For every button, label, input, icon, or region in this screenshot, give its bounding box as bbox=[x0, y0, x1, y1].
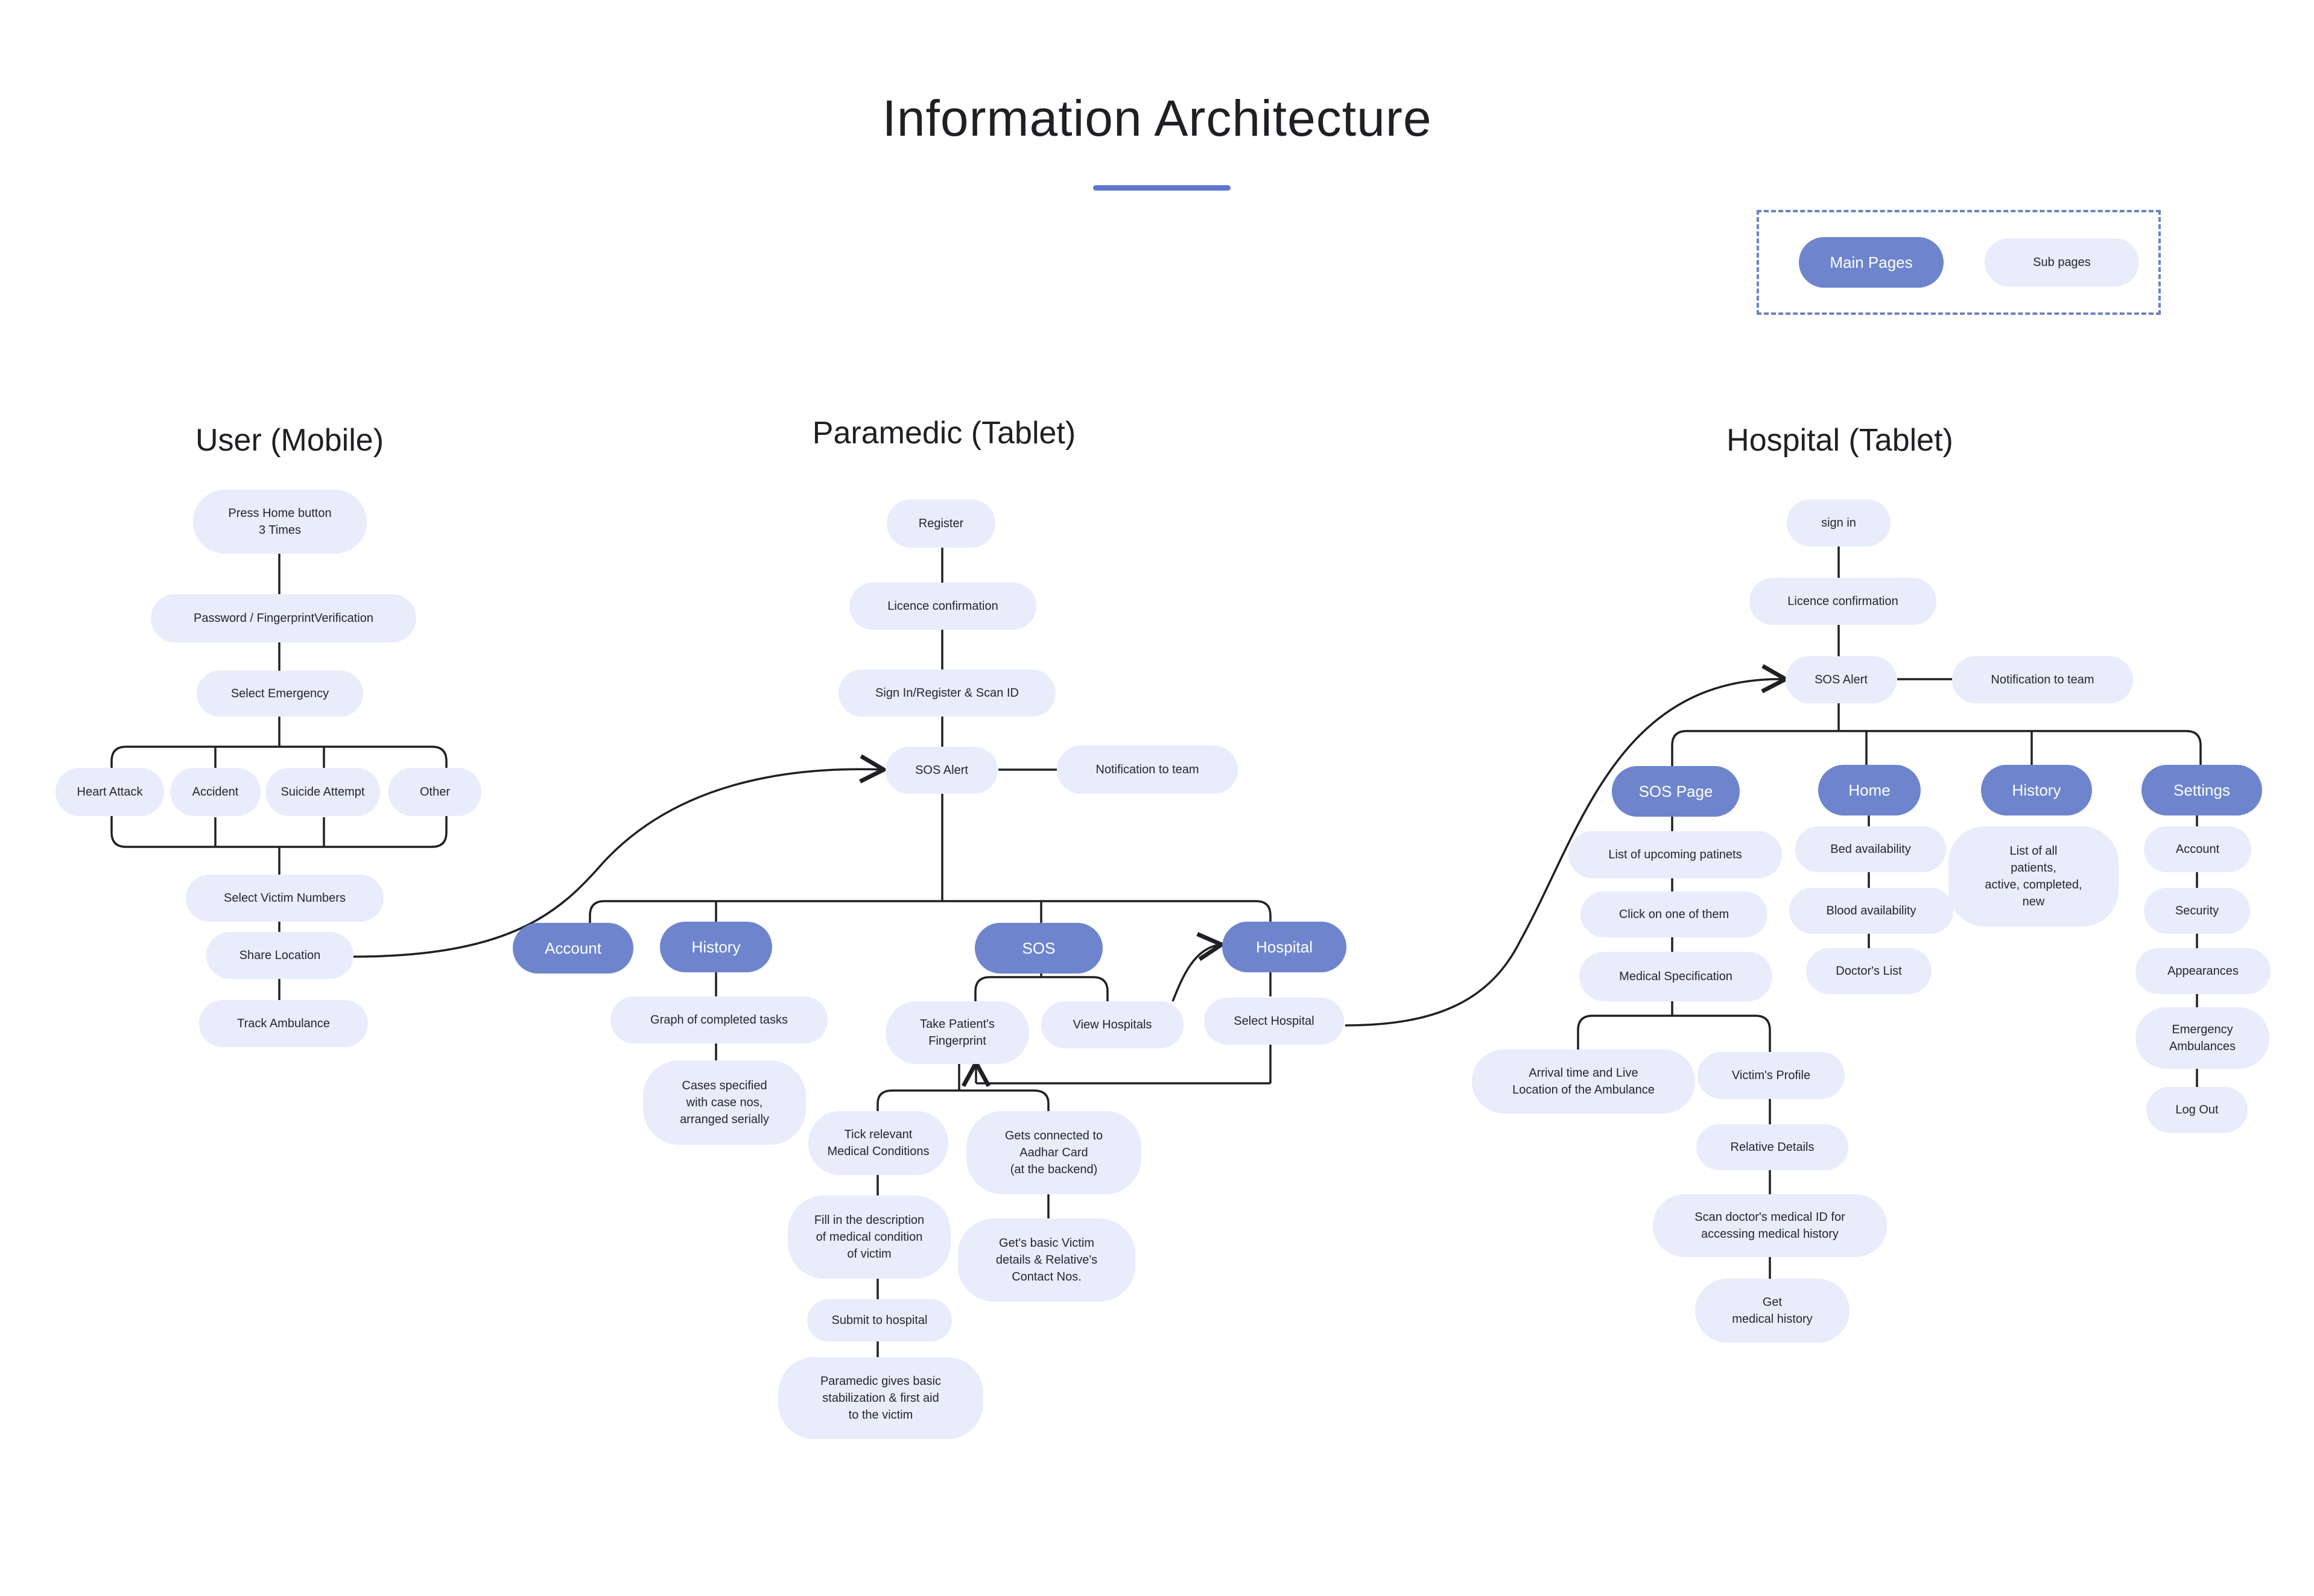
hospital-history: History bbox=[1981, 765, 2092, 815]
legend-main-pages: Main Pages bbox=[1799, 237, 1944, 288]
paramedic-sos: SOS bbox=[975, 923, 1103, 974]
paramedic-history: History bbox=[660, 922, 772, 972]
paramedic-select-hospital: Select Hospital bbox=[1204, 998, 1344, 1045]
legend bbox=[1757, 210, 2161, 315]
paramedic-tick-medical-conditions: Tick relevant Medical Conditions bbox=[808, 1111, 948, 1175]
paramedic-submit-to-hospital: Submit to hospital bbox=[807, 1299, 952, 1341]
user-press-home: Press Home button 3 Times bbox=[193, 490, 367, 554]
hospital-bed-availability: Bed availability bbox=[1795, 826, 1946, 872]
hospital-sos-alert: SOS Alert bbox=[1786, 656, 1897, 703]
section-hospital-tablet: Hospital (Tablet) bbox=[1726, 423, 1953, 458]
hospital-emergency-ambulances: Emergency Ambulances bbox=[2135, 1007, 2269, 1069]
page-title: Information Architecture bbox=[882, 90, 1432, 147]
paramedic-register: Register bbox=[887, 499, 995, 548]
hospital-sos-page: SOS Page bbox=[1612, 766, 1740, 817]
paramedic-cases-specified: Cases specified with case nos, arranged … bbox=[643, 1060, 806, 1145]
hospital-arrival-live-location: Arrival time and Live Location of the Am… bbox=[1472, 1050, 1695, 1113]
hospital-blood-availability: Blood availability bbox=[1789, 888, 1953, 934]
hospital-doctors-list: Doctor's List bbox=[1806, 948, 1932, 994]
paramedic-take-fingerprint: Take Patient's Fingerprint bbox=[886, 1001, 1029, 1064]
hospital-home: Home bbox=[1818, 765, 1921, 815]
hospital-get-medical-history: Get medical history bbox=[1695, 1279, 1850, 1343]
user-track-ambulance: Track Ambulance bbox=[199, 1000, 368, 1047]
hospital-click-one: Click on one of them bbox=[1580, 891, 1767, 937]
hospital-relative-details: Relative Details bbox=[1696, 1124, 1848, 1170]
legend-sub-pages: Sub pages bbox=[1985, 238, 2139, 287]
section-user-mobile: User (Mobile) bbox=[195, 423, 384, 458]
hospital-settings: Settings bbox=[2141, 765, 2262, 815]
paramedic-hospital: Hospital bbox=[1222, 922, 1346, 972]
paramedic-account: Account bbox=[513, 923, 633, 974]
hospital-upcoming-patients: List of upcoming patinets bbox=[1568, 831, 1782, 878]
section-paramedic-tablet: Paramedic (Tablet) bbox=[812, 416, 1076, 451]
hospital-log-out: Log Out bbox=[2146, 1087, 2248, 1133]
hospital-sign-in: sign in bbox=[1787, 499, 1891, 546]
hospital-scan-doctor-id: Scan doctor's medical ID for accessing m… bbox=[1653, 1194, 1887, 1257]
paramedic-sos-alert: SOS Alert bbox=[886, 747, 998, 794]
hospital-medical-specification: Medical Specification bbox=[1579, 952, 1772, 1001]
paramedic-sign-in-register: Sign In/Register & Scan ID bbox=[838, 670, 1056, 717]
paramedic-basic-stabilization: Paramedic gives basic stabilization & fi… bbox=[778, 1357, 983, 1439]
paramedic-victim-details: Get's basic Victim details & Relative's … bbox=[958, 1218, 1135, 1302]
hospital-licence-confirmation: Licence confirmation bbox=[1749, 578, 1936, 625]
paramedic-notification-to-team: Notification to team bbox=[1057, 746, 1238, 794]
user-suicide-attempt: Suicide Attempt bbox=[265, 768, 380, 816]
hospital-settings-security: Security bbox=[2144, 888, 2250, 934]
hospital-settings-appearances: Appearances bbox=[2135, 948, 2271, 994]
paramedic-fill-description: Fill in the description of medical condi… bbox=[788, 1195, 951, 1279]
paramedic-graph-completed-tasks: Graph of completed tasks bbox=[610, 996, 828, 1043]
user-select-emergency: Select Emergency bbox=[197, 671, 363, 717]
paramedic-aadhar-card: Gets connected to Aadhar Card (at the ba… bbox=[966, 1111, 1141, 1194]
user-share-location: Share Location bbox=[206, 932, 353, 979]
user-accident: Accident bbox=[170, 768, 261, 816]
hospital-all-patients-list: List of all patients, active, completed,… bbox=[1948, 826, 2119, 926]
user-heart-attack: Heart Attack bbox=[55, 768, 164, 816]
paramedic-licence-confirmation: Licence confirmation bbox=[849, 583, 1036, 630]
user-select-victim-numbers: Select Victim Numbers bbox=[186, 875, 384, 922]
hospital-settings-account: Account bbox=[2144, 826, 2251, 872]
hospital-victims-profile: Victim's Profile bbox=[1697, 1052, 1845, 1099]
user-other: Other bbox=[388, 768, 481, 816]
hospital-notification-to-team: Notification to team bbox=[1952, 656, 2133, 703]
title-underline bbox=[1093, 185, 1231, 191]
paramedic-view-hospitals: View Hospitals bbox=[1041, 1001, 1184, 1048]
user-password-verification: Password / FingerprintVerification bbox=[151, 594, 416, 642]
